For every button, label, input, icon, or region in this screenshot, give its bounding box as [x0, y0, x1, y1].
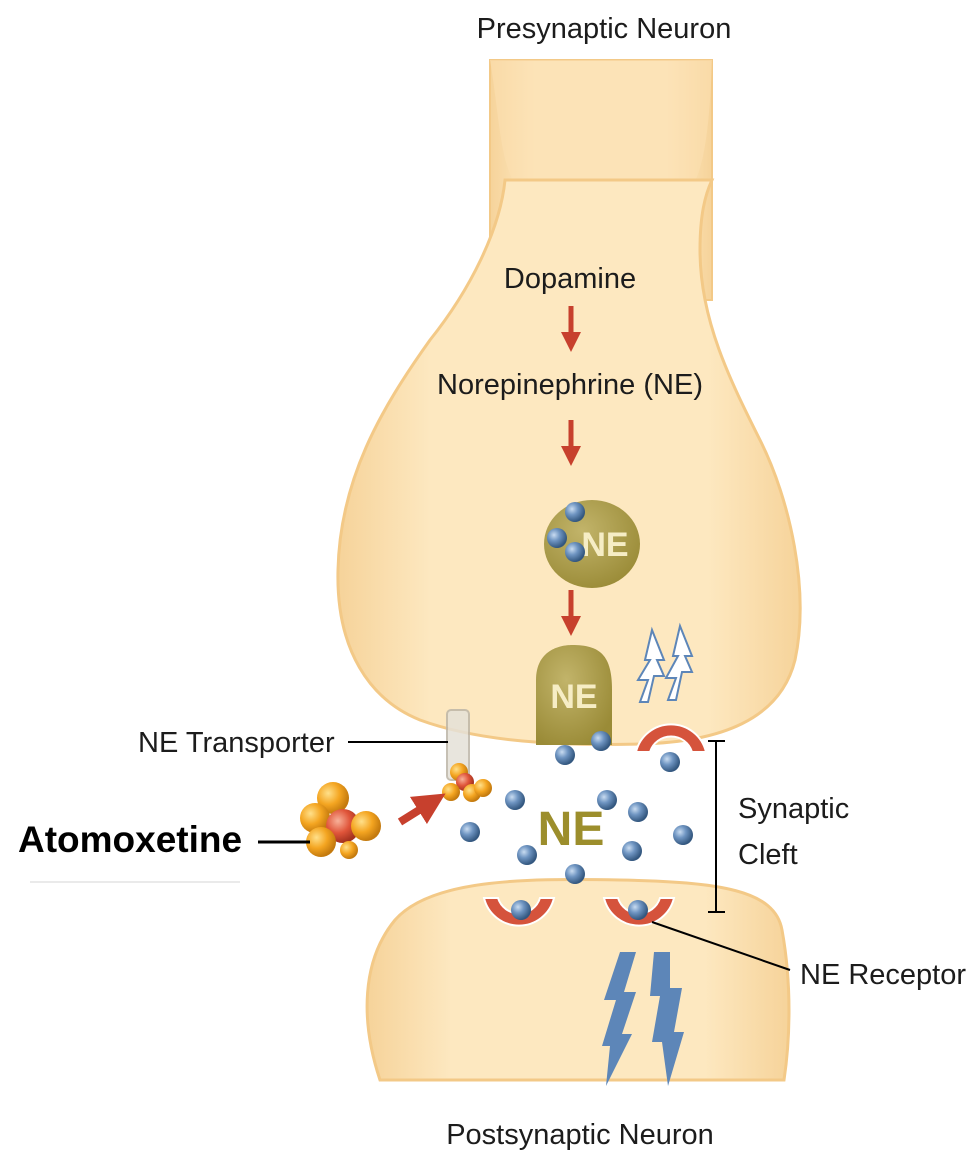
presynaptic-label: Presynaptic Neuron [477, 13, 732, 45]
ne-molecule [628, 802, 648, 822]
ne-molecule [511, 900, 531, 920]
synaptic-cleft-label-line1: Synaptic [738, 793, 849, 825]
ne-molecule [517, 845, 537, 865]
ne-molecule [591, 731, 611, 751]
blocking-arrow [400, 802, 432, 822]
ne-molecule [622, 841, 642, 861]
ne-molecule [565, 502, 585, 522]
ne-molecule [565, 864, 585, 884]
ne-molecule [628, 900, 648, 920]
ne-molecule [460, 822, 480, 842]
ne-molecule [547, 528, 567, 548]
ne-molecule [555, 745, 575, 765]
ne-receptor-label: NE Receptor [800, 959, 966, 991]
ne-molecule [673, 825, 693, 845]
atomoxetine-molecule [300, 782, 381, 859]
ne-molecule [565, 542, 585, 562]
ne-molecule [505, 790, 525, 810]
vesicle-ne-label: NE [581, 526, 628, 564]
ne-transporter-label: NE Transporter [138, 727, 335, 759]
ne-vesicle-fusing: NE [536, 645, 612, 745]
ne-molecule [660, 752, 680, 772]
postsynaptic-neuron [367, 879, 789, 1080]
atomoxetine-label: Atomoxetine [18, 819, 242, 860]
synaptic-cleft-label-line2: Cleft [738, 839, 798, 871]
cleft-ne-label: NE [538, 803, 605, 856]
postsynaptic-label: Postsynaptic Neuron [446, 1119, 714, 1151]
dopamine-label: Dopamine [504, 263, 636, 295]
norepinephrine-label: Norepinephrine (NE) [437, 369, 703, 401]
fused-vesicle-ne-label: NE [550, 678, 597, 716]
ne-vesicle: NE [544, 500, 640, 588]
